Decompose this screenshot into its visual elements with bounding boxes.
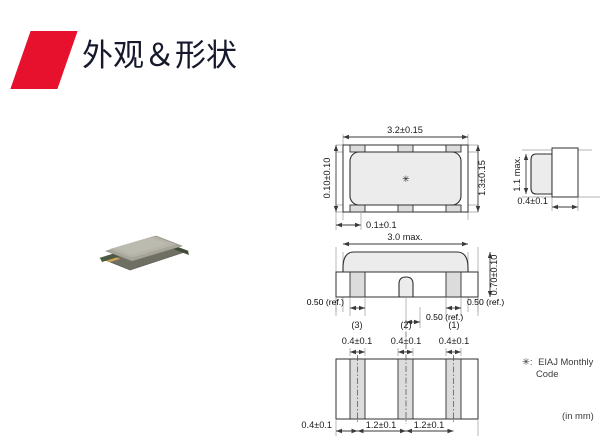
bottom-view: (3) (2) (1) 0.4±0.1 0.4±0.1 0.4±0.1 (301, 320, 479, 436)
units-note: (in mm) (562, 410, 594, 421)
top-view-bottom-dim: 0.1±0.1 (366, 220, 397, 230)
red-parallelogram-logo (10, 31, 77, 89)
resonator-3d-illustration (99, 235, 189, 271)
side-view-width-dim: 3.0 max. (387, 232, 422, 242)
pin-label-1: (1) (448, 320, 459, 330)
side-view: 3.0 max. 0.70±0.10 (307, 232, 504, 328)
side-view-ref-center: 0.50 (ref.) (426, 312, 463, 322)
pad-width-1: 0.4±0.1 (439, 336, 470, 346)
bottom-view-pitch-2: 1.2±0.1 (414, 420, 445, 430)
top-view-height-dim: 1.3±0.15 (477, 160, 487, 196)
eiaj-note-symbol: ✳: (522, 356, 532, 367)
side-view-ref-left: 0.50 (ref.) (307, 297, 344, 307)
side-view-height-dim: 0.70±0.10 (489, 255, 499, 296)
svg-text:✳: EIAJ Monthly: ✳: EIAJ Monthly (522, 356, 594, 367)
pin-label-3: (3) (351, 320, 362, 330)
top-view-width-dim: 3.2±0.15 (387, 125, 423, 135)
end-view: 1.1 max. 0.4±0.1 (512, 147, 600, 211)
eiaj-center-mark-icon: ✳ (402, 174, 410, 184)
bottom-view-edge-dim: 0.4±0.1 (301, 420, 332, 430)
bottom-view-pitch-1: 1.2±0.1 (366, 420, 397, 430)
top-view-left-dim: 0.10±0.10 (322, 158, 332, 199)
product-photo (84, 218, 196, 282)
top-view: 3.2±0.15 ✳ 0.10±0.10 (322, 125, 487, 230)
page-header: 外观＆形状 (0, 0, 609, 110)
page-title: 外观＆形状 (82, 38, 237, 74)
side-view-ref-right: 0.50 (ref.) (467, 297, 504, 307)
pad-width-3: 0.4±0.1 (342, 336, 373, 346)
eiaj-note-line2: Code (536, 368, 558, 379)
technical-drawing: 3.2±0.15 ✳ 0.10±0.10 (300, 112, 609, 442)
drawing-notes: ✳: EIAJ Monthly Code (in mm) (522, 356, 594, 421)
end-view-height-dim: 1.1 max. (512, 156, 522, 191)
eiaj-note-line1: EIAJ Monthly (538, 356, 594, 367)
end-view-width-dim: 0.4±0.1 (517, 196, 548, 206)
